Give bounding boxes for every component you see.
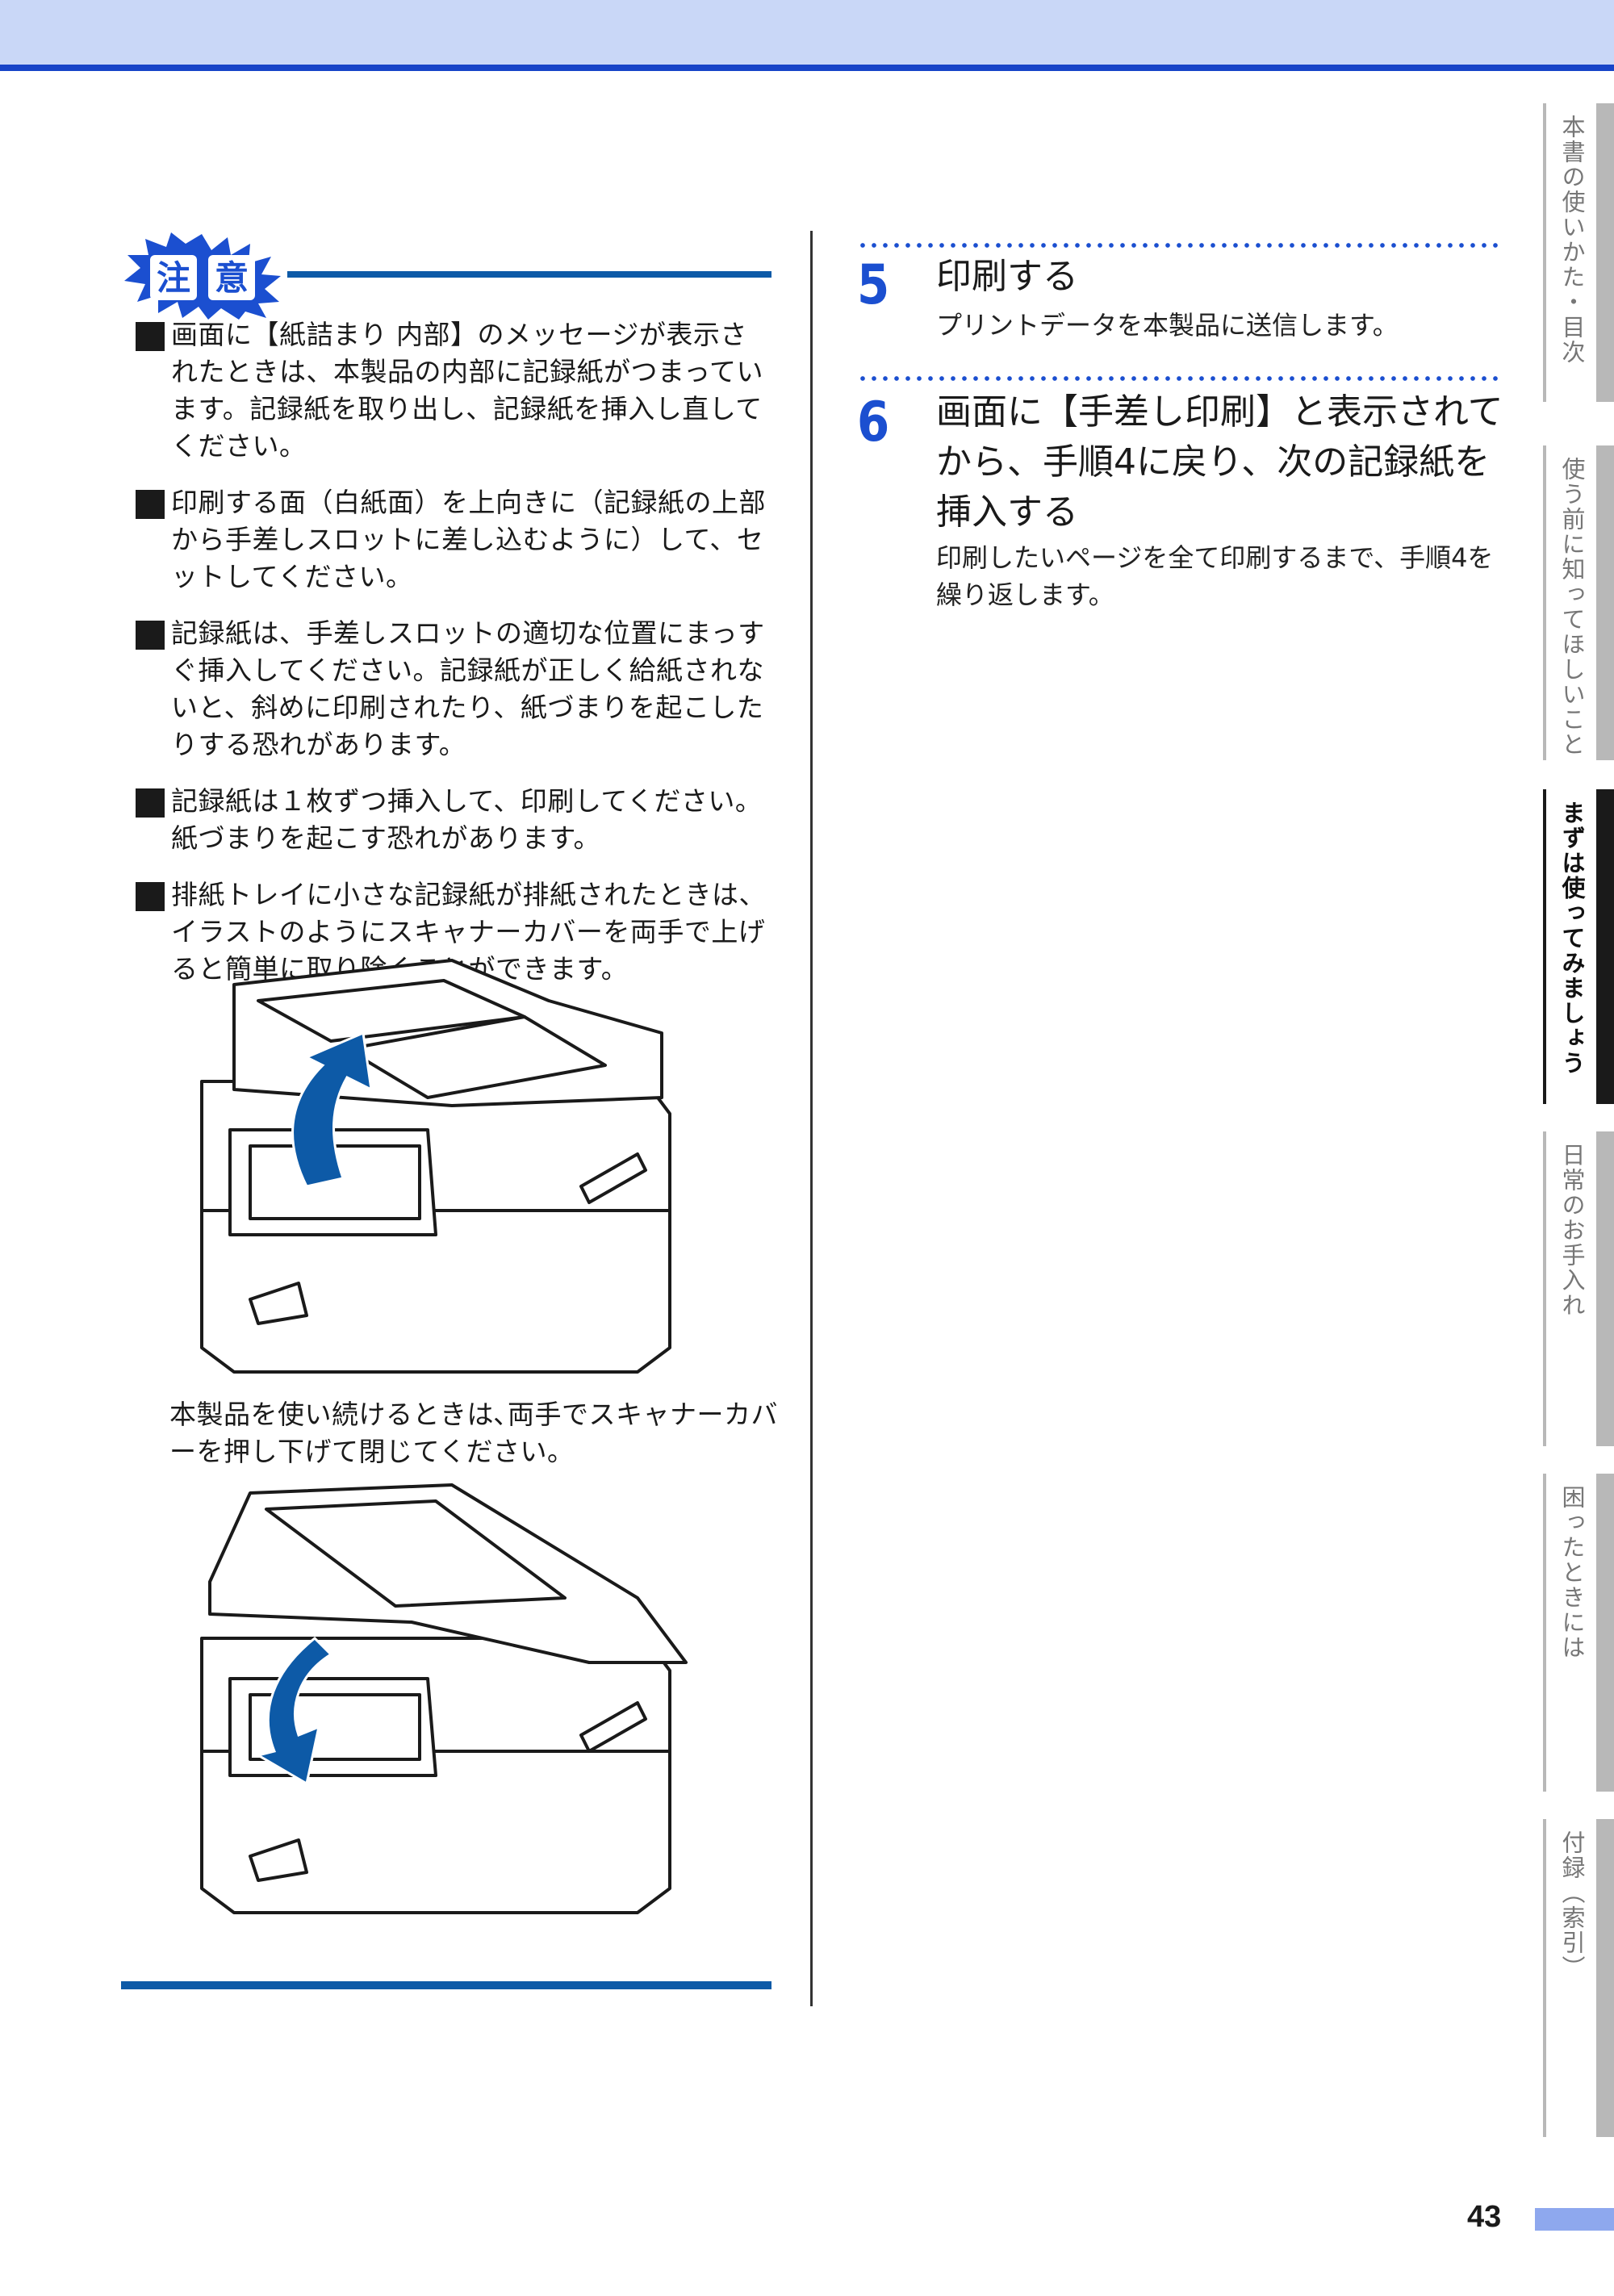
caution-item: 記録紙は、手差しスロットの適切な位置にまっすぐ挿入してください。記録紙が正しく給…	[136, 615, 773, 763]
svg-text:注: 注	[157, 258, 190, 298]
caution-item: 画面に【紙詰まり 内部】のメッセージが表示されたときは、本製品の内部に記録紙がつ…	[136, 316, 773, 465]
tab-label: 困ったときには	[1558, 1485, 1586, 1660]
tab-before-use[interactable]: 使う前に知ってほしいこと	[1543, 445, 1614, 760]
tab-label: 本書の使いかた・目次	[1558, 115, 1586, 365]
caution-bottom-rule	[121, 1981, 771, 1989]
tab-label: まずは使ってみましょう	[1558, 801, 1586, 1076]
caution-list: 画面に【紙詰まり 内部】のメッセージが表示されたときは、本製品の内部に記録紙がつ…	[136, 316, 773, 1007]
tab-troubleshooting[interactable]: 困ったときには	[1543, 1474, 1614, 1792]
printer-cover-open-illustration	[200, 959, 671, 1374]
square-bullet-icon	[136, 322, 165, 351]
caution-item: 記録紙は１枚ずつ挿入して、印刷してください。紙づまりを起こす恐れがあります。	[136, 783, 773, 857]
tab-try-it[interactable]: まずは使ってみましょう	[1543, 789, 1614, 1104]
step-6-number: 6	[857, 391, 890, 454]
printer-cover-close-illustration	[200, 1483, 688, 1914]
step-6-title: 画面に【手差し印刷】と表示されてから、手順4に戻り、次の記録紙を挿入する	[936, 391, 1503, 533]
step-5-title: 印刷する	[936, 256, 1078, 297]
caution-rule	[287, 271, 771, 278]
svg-text:意: 意	[215, 258, 249, 298]
tab-appendix[interactable]: 付録（索引）	[1543, 1819, 1614, 2137]
header-rule	[0, 65, 1614, 71]
square-bullet-icon	[136, 882, 165, 911]
square-bullet-icon	[136, 788, 165, 818]
step-5-dotted-rule	[857, 243, 1499, 248]
step-6-dotted-rule	[857, 376, 1499, 381]
header-band	[0, 0, 1614, 65]
caution-item: 印刷する面（白紙面）を上向きに（記録紙の上部から手差しスロットに差し込むように）…	[136, 484, 773, 596]
tab-label: 日常のお手入れ	[1558, 1143, 1586, 1318]
square-bullet-icon	[136, 490, 165, 519]
column-divider	[810, 231, 813, 2006]
square-bullet-icon	[136, 621, 165, 650]
step-5-description: プリントデータを本製品に送信します。	[936, 310, 1399, 341]
caution-caption: 本製品を使い続けるときは､両手でスキャナーカバーを押し下げて閉じてください。	[169, 1399, 778, 1467]
tab-label: 付録（索引）	[1558, 1830, 1586, 1980]
tab-label: 使う前に知ってほしいこと	[1558, 457, 1586, 757]
tab-maintenance[interactable]: 日常のお手入れ	[1543, 1131, 1614, 1446]
page-number: 43	[1467, 2200, 1502, 2234]
caution-badge-icon: 注 意	[124, 232, 281, 320]
page-number-bar	[1535, 2208, 1614, 2231]
tab-contents[interactable]: 本書の使いかた・目次	[1543, 103, 1614, 402]
step-6-description: 印刷したいページを全て印刷するまで、手順4を繰り返します。	[936, 542, 1494, 610]
step-5-number: 5	[857, 253, 890, 317]
